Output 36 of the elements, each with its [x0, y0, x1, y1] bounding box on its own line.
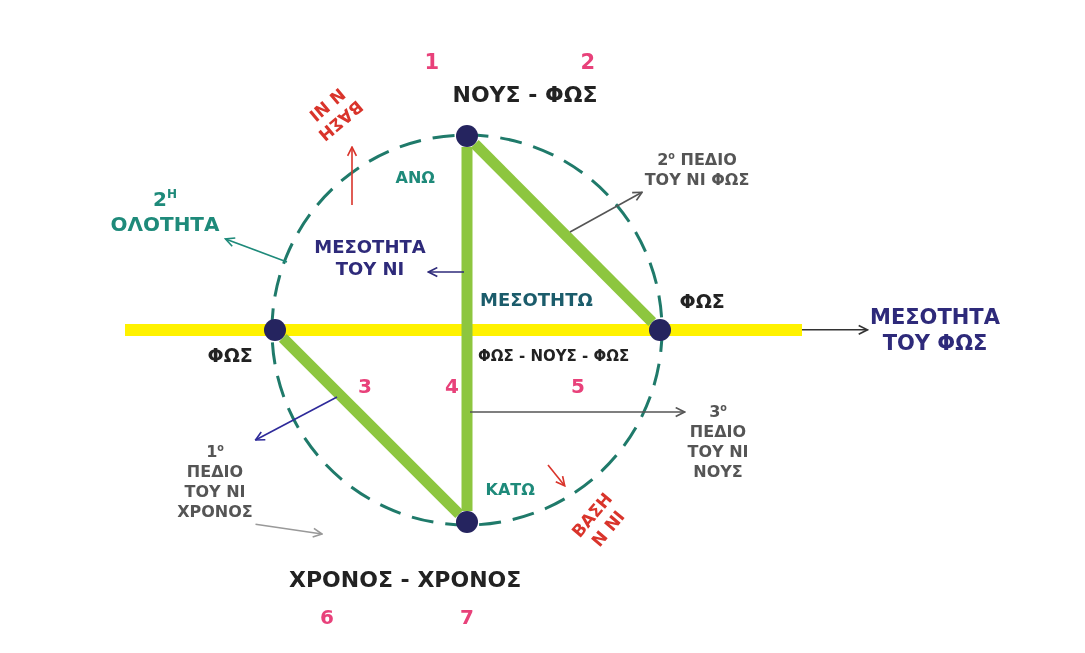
arrow — [569, 191, 643, 233]
area-label: ΚΑΤΩ — [485, 480, 535, 500]
arrow — [801, 324, 869, 336]
area-label: ΑΝΩ — [395, 168, 435, 188]
position-number: 1 — [424, 49, 440, 76]
position-number: 2 — [580, 49, 596, 76]
arrow — [346, 146, 358, 206]
arrow — [224, 237, 288, 263]
connecting-line — [461, 147, 473, 511]
area-label: ΦΩΣ - ΝΟΥΣ - ΦΩΣ — [478, 346, 630, 366]
point-dot — [264, 319, 286, 341]
diagram-label: 1$^{ο}$ ΠΕΔΙΟ ΤΟΥ ΝΙ ΧΡΟΝΟΣ — [176, 442, 254, 523]
arrow — [254, 523, 323, 538]
diagram-label: ΜΕΣΟΤΗΤΑ ΤΟΥ ΝΙ — [313, 235, 427, 281]
diagram-label: 2$^{Η}$ ΟΛΟΤΗΤΑ — [106, 187, 224, 237]
diagram-label: 3$^{ο}$ ΠΕΔΙΟ ΤΟΥ ΝΙ ΝΟΥΣ — [686, 402, 750, 483]
diagram-label: 2$^{ο}$ ΠΕΔΙΟ ΤΟΥ ΝΙ ΦΩΣ — [644, 150, 750, 191]
arrow — [427, 266, 465, 278]
point-label: ΦΩΣ — [679, 290, 725, 314]
position-number: 3 — [358, 373, 372, 399]
point-dot — [456, 511, 478, 533]
arrow — [469, 406, 686, 418]
position-number: 6 — [320, 604, 334, 630]
arrow — [254, 396, 338, 441]
point-dot — [456, 125, 478, 147]
horizontal-bar — [125, 324, 802, 336]
point-label: ΦΩΣ — [207, 344, 253, 368]
area-label: ΜΕΣΟΤΗΤΩ — [480, 288, 593, 311]
position-number: 4 — [445, 373, 459, 399]
position-number: 5 — [571, 373, 585, 399]
arrow — [547, 464, 566, 487]
point-dot — [649, 319, 671, 341]
diagram-label: ΜΕΣΟΤΗΤΑ ΤΟΥ ΦΩΣ — [869, 303, 1001, 356]
point-label: ΝΟΥΣ - ΦΩΣ — [452, 81, 598, 109]
position-number: 7 — [460, 604, 474, 630]
point-label: ΧΡΟΝΟΣ - ΧΡΟΝΟΣ — [289, 566, 522, 594]
